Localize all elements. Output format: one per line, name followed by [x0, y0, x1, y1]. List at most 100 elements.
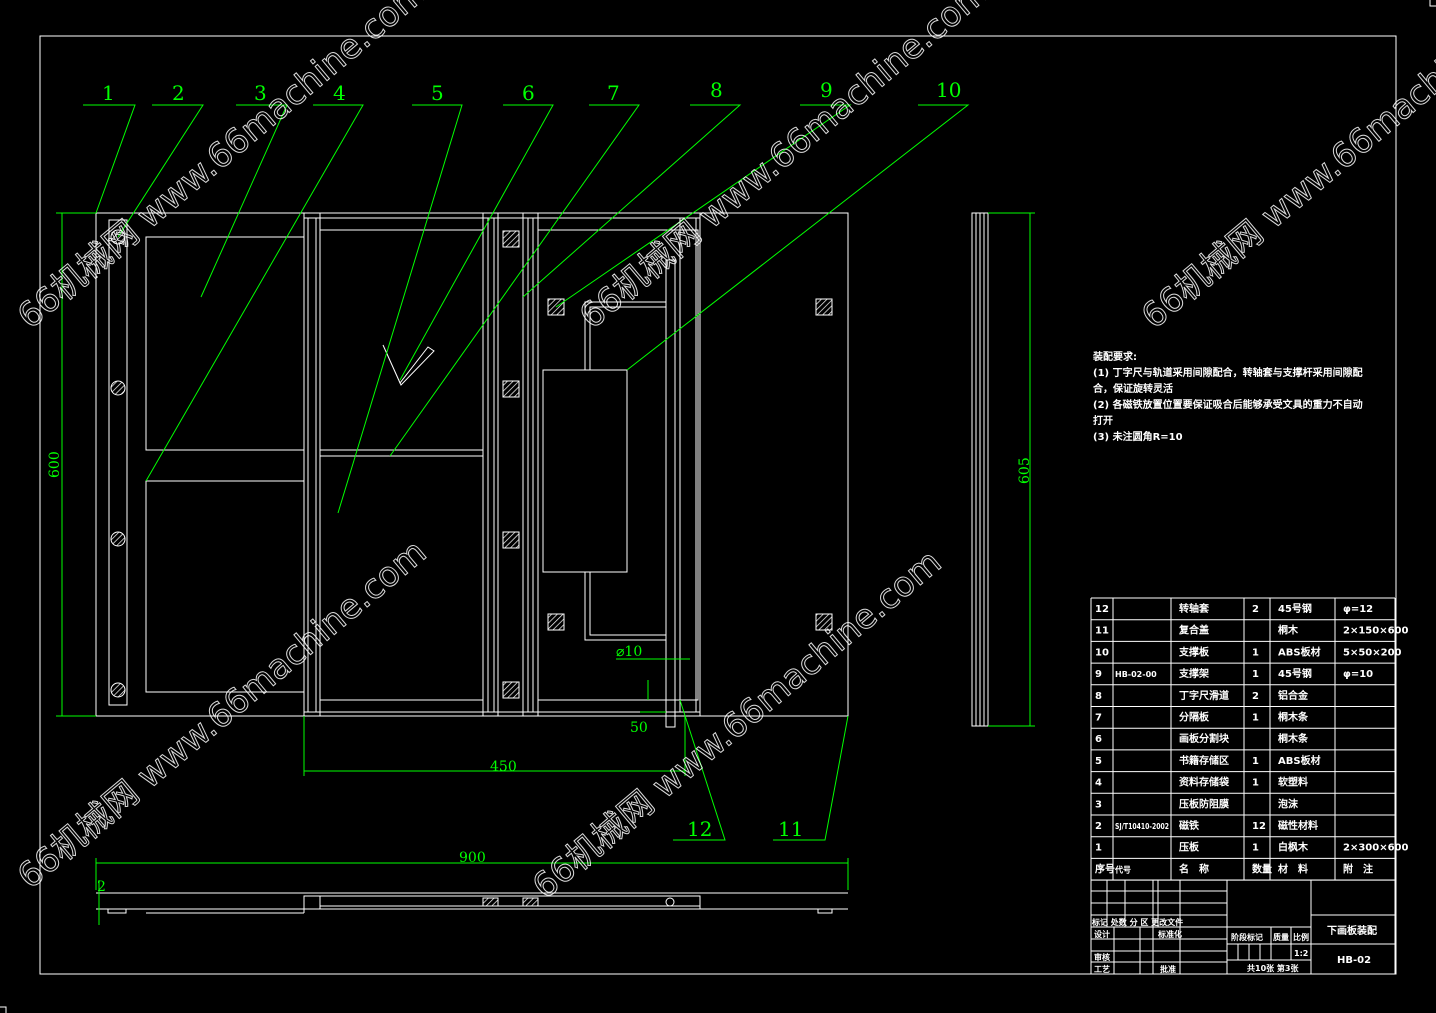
bom-header-note: 附 注	[1343, 862, 1373, 875]
bom-row-code: SJ/T10410-2002	[1115, 822, 1169, 831]
bom-row-qty: 1	[1252, 778, 1259, 789]
tb-process: 工艺	[1094, 964, 1110, 974]
notes-title: 装配要求:	[1092, 350, 1137, 363]
watermarks: 66机械网 www.66machine.com 66机械网 www.66mach…	[10, 0, 1436, 907]
notes-line: (1) 丁字尺与轨道采用间隙配合，转轴套与支撑杆采用间隙配	[1093, 366, 1363, 379]
notes-line: 打开	[1093, 414, 1113, 427]
bom-row-no: 5	[1095, 756, 1102, 767]
dim-diameter-10: ⌀10	[616, 644, 642, 660]
part-label-1: 1	[102, 81, 115, 105]
bom-row-qty: 1	[1252, 647, 1259, 658]
bom-row-note: 2×300×600	[1343, 843, 1409, 854]
leader-lines	[83, 104, 970, 841]
notes-line: 合，保证旋转灵活	[1092, 382, 1173, 395]
bom-row-no: 11	[1095, 626, 1109, 637]
bom-row-material: 泡沫	[1278, 797, 1299, 810]
bom-row-material: 45号钢	[1278, 602, 1312, 615]
bom-row-material: 白枫木	[1278, 841, 1309, 854]
part-label-5: 5	[431, 81, 444, 105]
bom-row-no: 3	[1095, 799, 1102, 810]
bom-row-no: 1	[1095, 843, 1102, 854]
part-label-10: 10	[936, 78, 961, 102]
tb-scale: 1:2	[1294, 949, 1308, 958]
bom-header-qty: 数量	[1252, 862, 1272, 875]
bom-row-material: 磁性材料	[1278, 819, 1318, 832]
bom-row-no: 7	[1095, 713, 1102, 724]
dim-900: 900	[459, 850, 486, 866]
part-label-9: 9	[820, 78, 833, 102]
bom-row-no: 2	[1095, 821, 1102, 832]
bom-row-material: 桐木条	[1278, 711, 1309, 724]
bom-row-no: 8	[1095, 691, 1102, 702]
part-label-2: 2	[172, 81, 185, 105]
bom-row-note: 5×50×200	[1343, 647, 1402, 658]
assembly-notes: 装配要求: (1) 丁字尺与轨道采用间隙配合，转轴套与支撑杆采用间隙配 合，保证…	[1092, 350, 1363, 443]
bom-row-no: 10	[1095, 647, 1109, 658]
part-label-7: 7	[607, 81, 620, 105]
bom-row-name: 画板分割块	[1179, 732, 1230, 745]
bom-row-material: 铝合金	[1278, 689, 1309, 702]
bom-row-material: ABS板材	[1278, 754, 1321, 767]
bom-row-name: 书籍存储区	[1179, 754, 1229, 767]
dim-50: 50	[630, 720, 648, 736]
bom-row-name: 复合盖	[1178, 624, 1209, 637]
bom-header-material: 材 料	[1278, 862, 1308, 875]
part-label-6: 6	[522, 81, 535, 105]
tb-review: 审核	[1094, 952, 1110, 962]
tb-drawing-no: HB-02	[1337, 955, 1371, 966]
bom-row-no: 12	[1095, 604, 1109, 615]
bom-row-name: 压板	[1179, 841, 1200, 854]
bom-row-note: 2×150×600	[1343, 626, 1409, 637]
notes-line: (2) 各磁铁放置位置要保证吸合后能够承受文具的重力不自动	[1093, 398, 1363, 411]
notes-line: (3) 未注圆角R=10	[1093, 430, 1183, 443]
watermark: 66机械网 www.66machine.com	[572, 0, 996, 337]
watermark: 66机械网 www.66machine.com	[525, 542, 949, 907]
dim-605: 605	[1017, 457, 1033, 484]
bom-row-name: 磁铁	[1179, 819, 1199, 832]
title-block: 标记 处数 分 区 更改文件 设计 标准化 审核 工艺 批准 阶段标记 质量 比…	[1090, 879, 1396, 975]
tb-stage-mark: 阶段标记	[1231, 932, 1263, 942]
part-label-3: 3	[254, 81, 267, 105]
part-label-12: 12	[687, 817, 712, 841]
tb-sheets: 共10张 第3张	[1247, 963, 1299, 973]
bom-row-qty: 2	[1252, 604, 1259, 615]
bom-row-name: 支撑架	[1178, 667, 1209, 680]
bom-row-no: 4	[1095, 778, 1102, 789]
bom-row-material: 桐木条	[1278, 732, 1309, 745]
part-label-11: 11	[778, 817, 803, 841]
bom-row-name: 压板防阻膜	[1179, 797, 1229, 810]
front-view	[95, 212, 849, 728]
bottom-view	[96, 892, 848, 914]
bom-header-name: 名 称	[1179, 862, 1209, 875]
dim-2: 2	[97, 879, 106, 895]
bom-row-name: 支撑板	[1178, 645, 1210, 658]
part-label-4: 4	[333, 81, 346, 105]
watermark: 66机械网 www.66machine.com	[1134, 0, 1436, 337]
bom-row-qty: 1	[1252, 843, 1259, 854]
part-label-8: 8	[710, 78, 723, 102]
side-view	[971, 212, 989, 727]
bom-row-no: 9	[1095, 669, 1102, 680]
bom-row-code: HB-02-00	[1115, 670, 1157, 679]
tb-revision-row: 标记 处数 分 区 更改文件	[1091, 917, 1183, 927]
bom-row-material: 桐木	[1278, 624, 1299, 637]
part-labels: 1 2 3 4 5 6 7 8 9 10 11 12	[102, 78, 961, 841]
bom-row-material: 软塑料	[1278, 776, 1308, 789]
dim-450: 450	[490, 759, 517, 775]
bom-row-qty: 1	[1252, 713, 1259, 724]
bom-row-material: 45号钢	[1278, 667, 1312, 680]
watermark: 66机械网 www.66machine.com	[10, 0, 434, 337]
bom-row-name: 资料存储袋	[1179, 776, 1230, 789]
bom-row-qty: 12	[1252, 821, 1266, 832]
bom-header-code: 代号	[1114, 864, 1131, 874]
watermark: 66机械网 www.66machine.com	[10, 532, 434, 897]
bom-row-material: ABS板材	[1278, 645, 1321, 658]
tb-standardize: 标准化	[1157, 929, 1182, 939]
tb-weight: 质量	[1273, 932, 1289, 942]
bom-row-name: 分隔板	[1179, 711, 1210, 724]
tb-scale-label: 比例	[1293, 932, 1309, 942]
bom-row-no: 6	[1095, 734, 1102, 745]
